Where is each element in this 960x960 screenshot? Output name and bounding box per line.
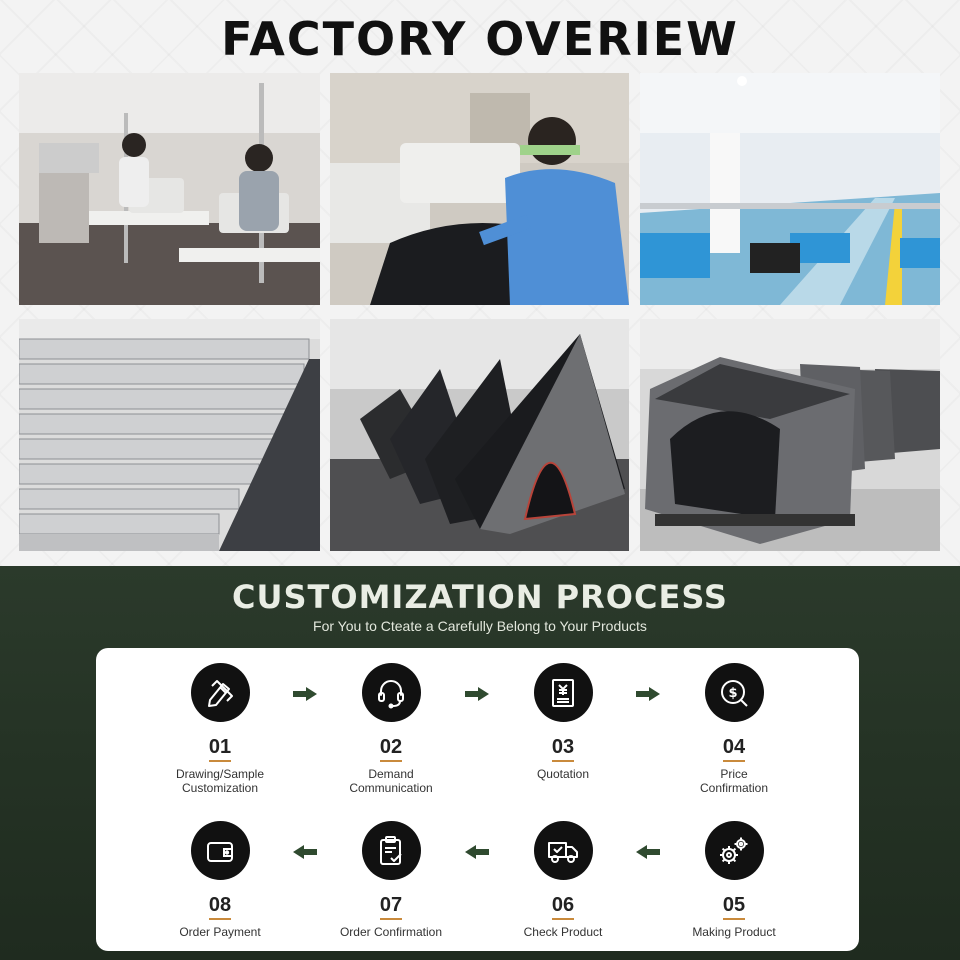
step-label: Quotation [536,767,590,781]
step-underline [723,918,745,920]
factory-overview-title: FACTORY OVERIEW [221,12,739,66]
step-label: Order Confirmation [339,925,443,939]
factory-overview-section: FACTORY OVERIEW [0,0,960,566]
quotation-icon [533,663,593,722]
step-number: 04 [722,736,746,758]
step-label: Order Payment [179,925,261,939]
process-step-05: 05 Making Product [654,821,814,939]
factory-floor-photo [640,73,940,305]
customization-process-section: CUSTOMIZATION PROCESS For You to Cteate … [0,566,960,960]
arrow-right-icon [293,687,317,701]
honeycomb-panel-photo [19,319,320,551]
step-underline [380,918,402,920]
step-label: Making Product [692,925,776,939]
triangle-tent-photo [330,319,629,551]
arrow-left-icon [636,845,660,859]
customization-process-subtitle: For You to Cteate a Carefully Belong to … [313,618,647,634]
price-icon: $ [704,663,764,722]
process-step-06: 06 Check Product [483,821,643,939]
process-step-02: 02 Demand Communication [311,663,471,795]
customization-process-title: CUSTOMIZATION PROCESS [232,578,728,616]
process-step-01: 01 Drawing/Sample Customization [140,663,300,795]
step-number: 03 [551,736,575,758]
step-label: Price Confirmation [699,767,769,795]
drawing-icon [190,663,250,722]
step-number: 06 [551,894,575,916]
hardshell-tent-row-photo [640,319,940,551]
arrow-left-icon [293,845,317,859]
svg-text:$: $ [728,686,737,701]
step-label: Drawing/Sample Customization [175,767,265,795]
step-number: 08 [208,894,232,916]
clipboard-icon [361,821,421,880]
process-step-03: 03 Quotation [483,663,643,781]
step-underline [209,918,231,920]
process-step-04: $ 04 Price Confirmation [654,663,814,795]
step-number: 01 [208,736,232,758]
sewing-workers-photo [19,73,320,305]
step-underline [380,760,402,762]
step-number: 07 [379,894,403,916]
wallet-icon [190,821,250,880]
step-underline [723,760,745,762]
step-underline [552,918,574,920]
process-step-08: 08 Order Payment [140,821,300,939]
process-steps-card: 01 Drawing/Sample Customization 02 [96,648,859,951]
step-underline [209,760,231,762]
sewing-machine-worker-photo [330,73,629,305]
process-step-07: 07 Order Confirmation [311,821,471,939]
step-underline [552,760,574,762]
step-number: 05 [722,894,746,916]
gears-icon [704,821,764,880]
headset-icon [361,663,421,722]
truck-icon [533,821,593,880]
arrow-left-icon [465,845,489,859]
step-label: Check Product [523,925,603,939]
step-label: Demand Communication [349,767,433,795]
arrow-right-icon [636,687,660,701]
step-number: 02 [379,736,403,758]
arrow-right-icon [465,687,489,701]
